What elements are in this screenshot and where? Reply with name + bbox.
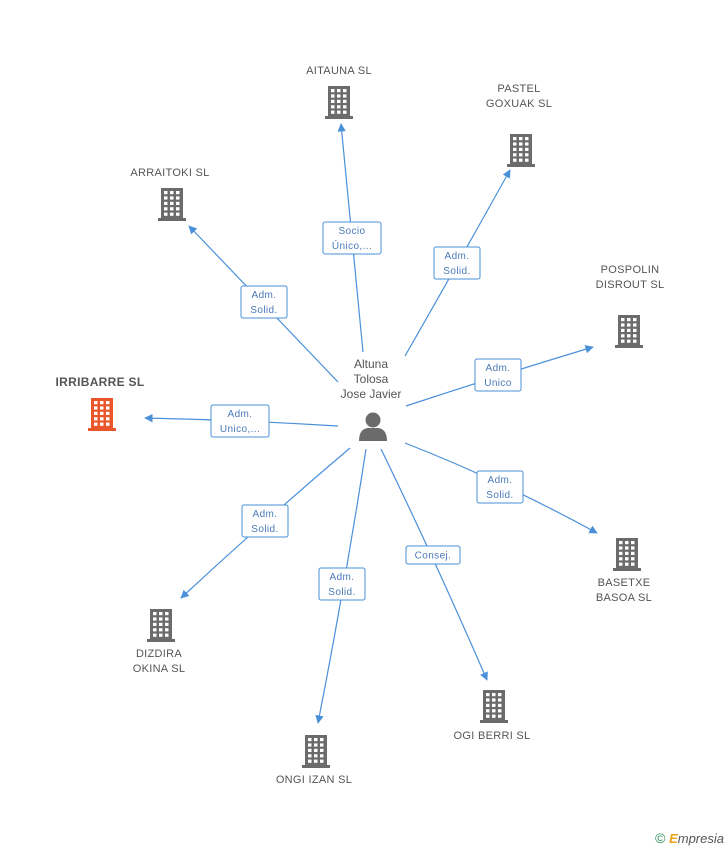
company-node-aitauna[interactable]: AITAUNA SL (306, 65, 372, 119)
company-name-line: OKINA SL (133, 663, 186, 675)
company-node-dizdira[interactable]: DIZDIRA OKINA SL (133, 609, 186, 675)
role-text: Adm. (486, 363, 511, 374)
role-text: Adm. (445, 251, 470, 262)
role-text: Solid. (250, 305, 277, 316)
role-text: Socio (338, 226, 365, 237)
company-node-pospolin[interactable]: POSPOLIN DISROUT SL (596, 264, 665, 348)
company-name-line: BASETXE (598, 577, 651, 589)
building-icon (302, 735, 330, 768)
company-name-line: ARRAITOKI SL (130, 167, 209, 179)
person-icon (359, 412, 387, 441)
brand-logo: Empresia (669, 831, 724, 846)
role-text: Adm. (228, 409, 253, 420)
center-name-line-2: Tolosa (354, 372, 389, 386)
company-name-line: DIZDIRA (136, 648, 182, 660)
role-text: Adm. (252, 290, 277, 301)
copyright-icon: © (655, 830, 666, 846)
company-node-basetxe[interactable]: BASETXE BASOA SL (596, 538, 652, 604)
role-text: Unico (484, 378, 512, 389)
role-badge-pospolin: Adm. Unico (474, 358, 522, 392)
role-text: Único,... (332, 239, 372, 252)
building-icon (158, 188, 186, 221)
role-text: Solid. (443, 266, 470, 277)
role-badge-arraitoki: Adm. Solid. (240, 285, 288, 319)
building-icon (613, 538, 641, 571)
building-icon (147, 609, 175, 642)
building-icon (325, 86, 353, 119)
role-badge-ogiberri: Consej. (405, 545, 461, 565)
role-badge-irribarre: Adm. Unico,... (210, 404, 270, 438)
center-name-line-1: Altuna (354, 357, 388, 371)
role-text: Adm. (330, 572, 355, 583)
company-name-line: IRRIBARRE SL (56, 375, 145, 389)
building-icon (480, 690, 508, 723)
company-name-line: POSPOLIN (601, 264, 660, 276)
company-node-pastel[interactable]: PASTEL GOXUAK SL (486, 83, 552, 167)
building-icon (88, 398, 116, 431)
role-badge-dizdira: Adm. Solid. (241, 504, 289, 538)
role-badge-aitauna: SocioÚnico,... (322, 221, 382, 255)
company-name-line: DISROUT SL (596, 279, 665, 291)
role-badge-ongi: Adm. Solid. (318, 567, 366, 601)
nodes-layer: AITAUNA SL PASTEL GOXUAK SL ARRAITOKI SL POS… (56, 65, 665, 786)
company-name-line: OGI BERRI SL (454, 730, 531, 742)
company-node-ongi[interactable]: ONGI IZAN SL (276, 735, 352, 786)
role-text: Adm. (253, 509, 278, 520)
company-name-line: AITAUNA SL (306, 65, 372, 77)
role-text: Consej. (415, 551, 452, 562)
center-person[interactable]: Altuna Tolosa Jose Javier (341, 357, 402, 441)
company-node-ogiberri[interactable]: OGI BERRI SL (454, 690, 531, 742)
company-name-line: GOXUAK SL (486, 98, 552, 110)
role-text: Solid. (486, 490, 513, 501)
center-name-line-3: Jose Javier (341, 387, 402, 401)
role-badge-basetxe: Adm. Solid. (476, 470, 524, 504)
building-icon (507, 134, 535, 167)
role-text: Solid. (251, 524, 278, 535)
building-icon (615, 315, 643, 348)
role-text: Solid. (328, 587, 355, 598)
company-node-arraitoki[interactable]: ARRAITOKI SL (130, 167, 209, 221)
company-node-irribarre[interactable]: IRRIBARRE SL (56, 375, 145, 431)
footer-brand: © Empresia (655, 830, 724, 846)
company-name-line: BASOA SL (596, 592, 652, 604)
company-name-line: ONGI IZAN SL (276, 774, 352, 786)
role-badge-pastel: Adm. Solid. (433, 246, 481, 280)
company-name-line: PASTEL (497, 83, 540, 95)
role-text: Adm. (488, 475, 513, 486)
role-text: Unico,... (220, 424, 260, 435)
